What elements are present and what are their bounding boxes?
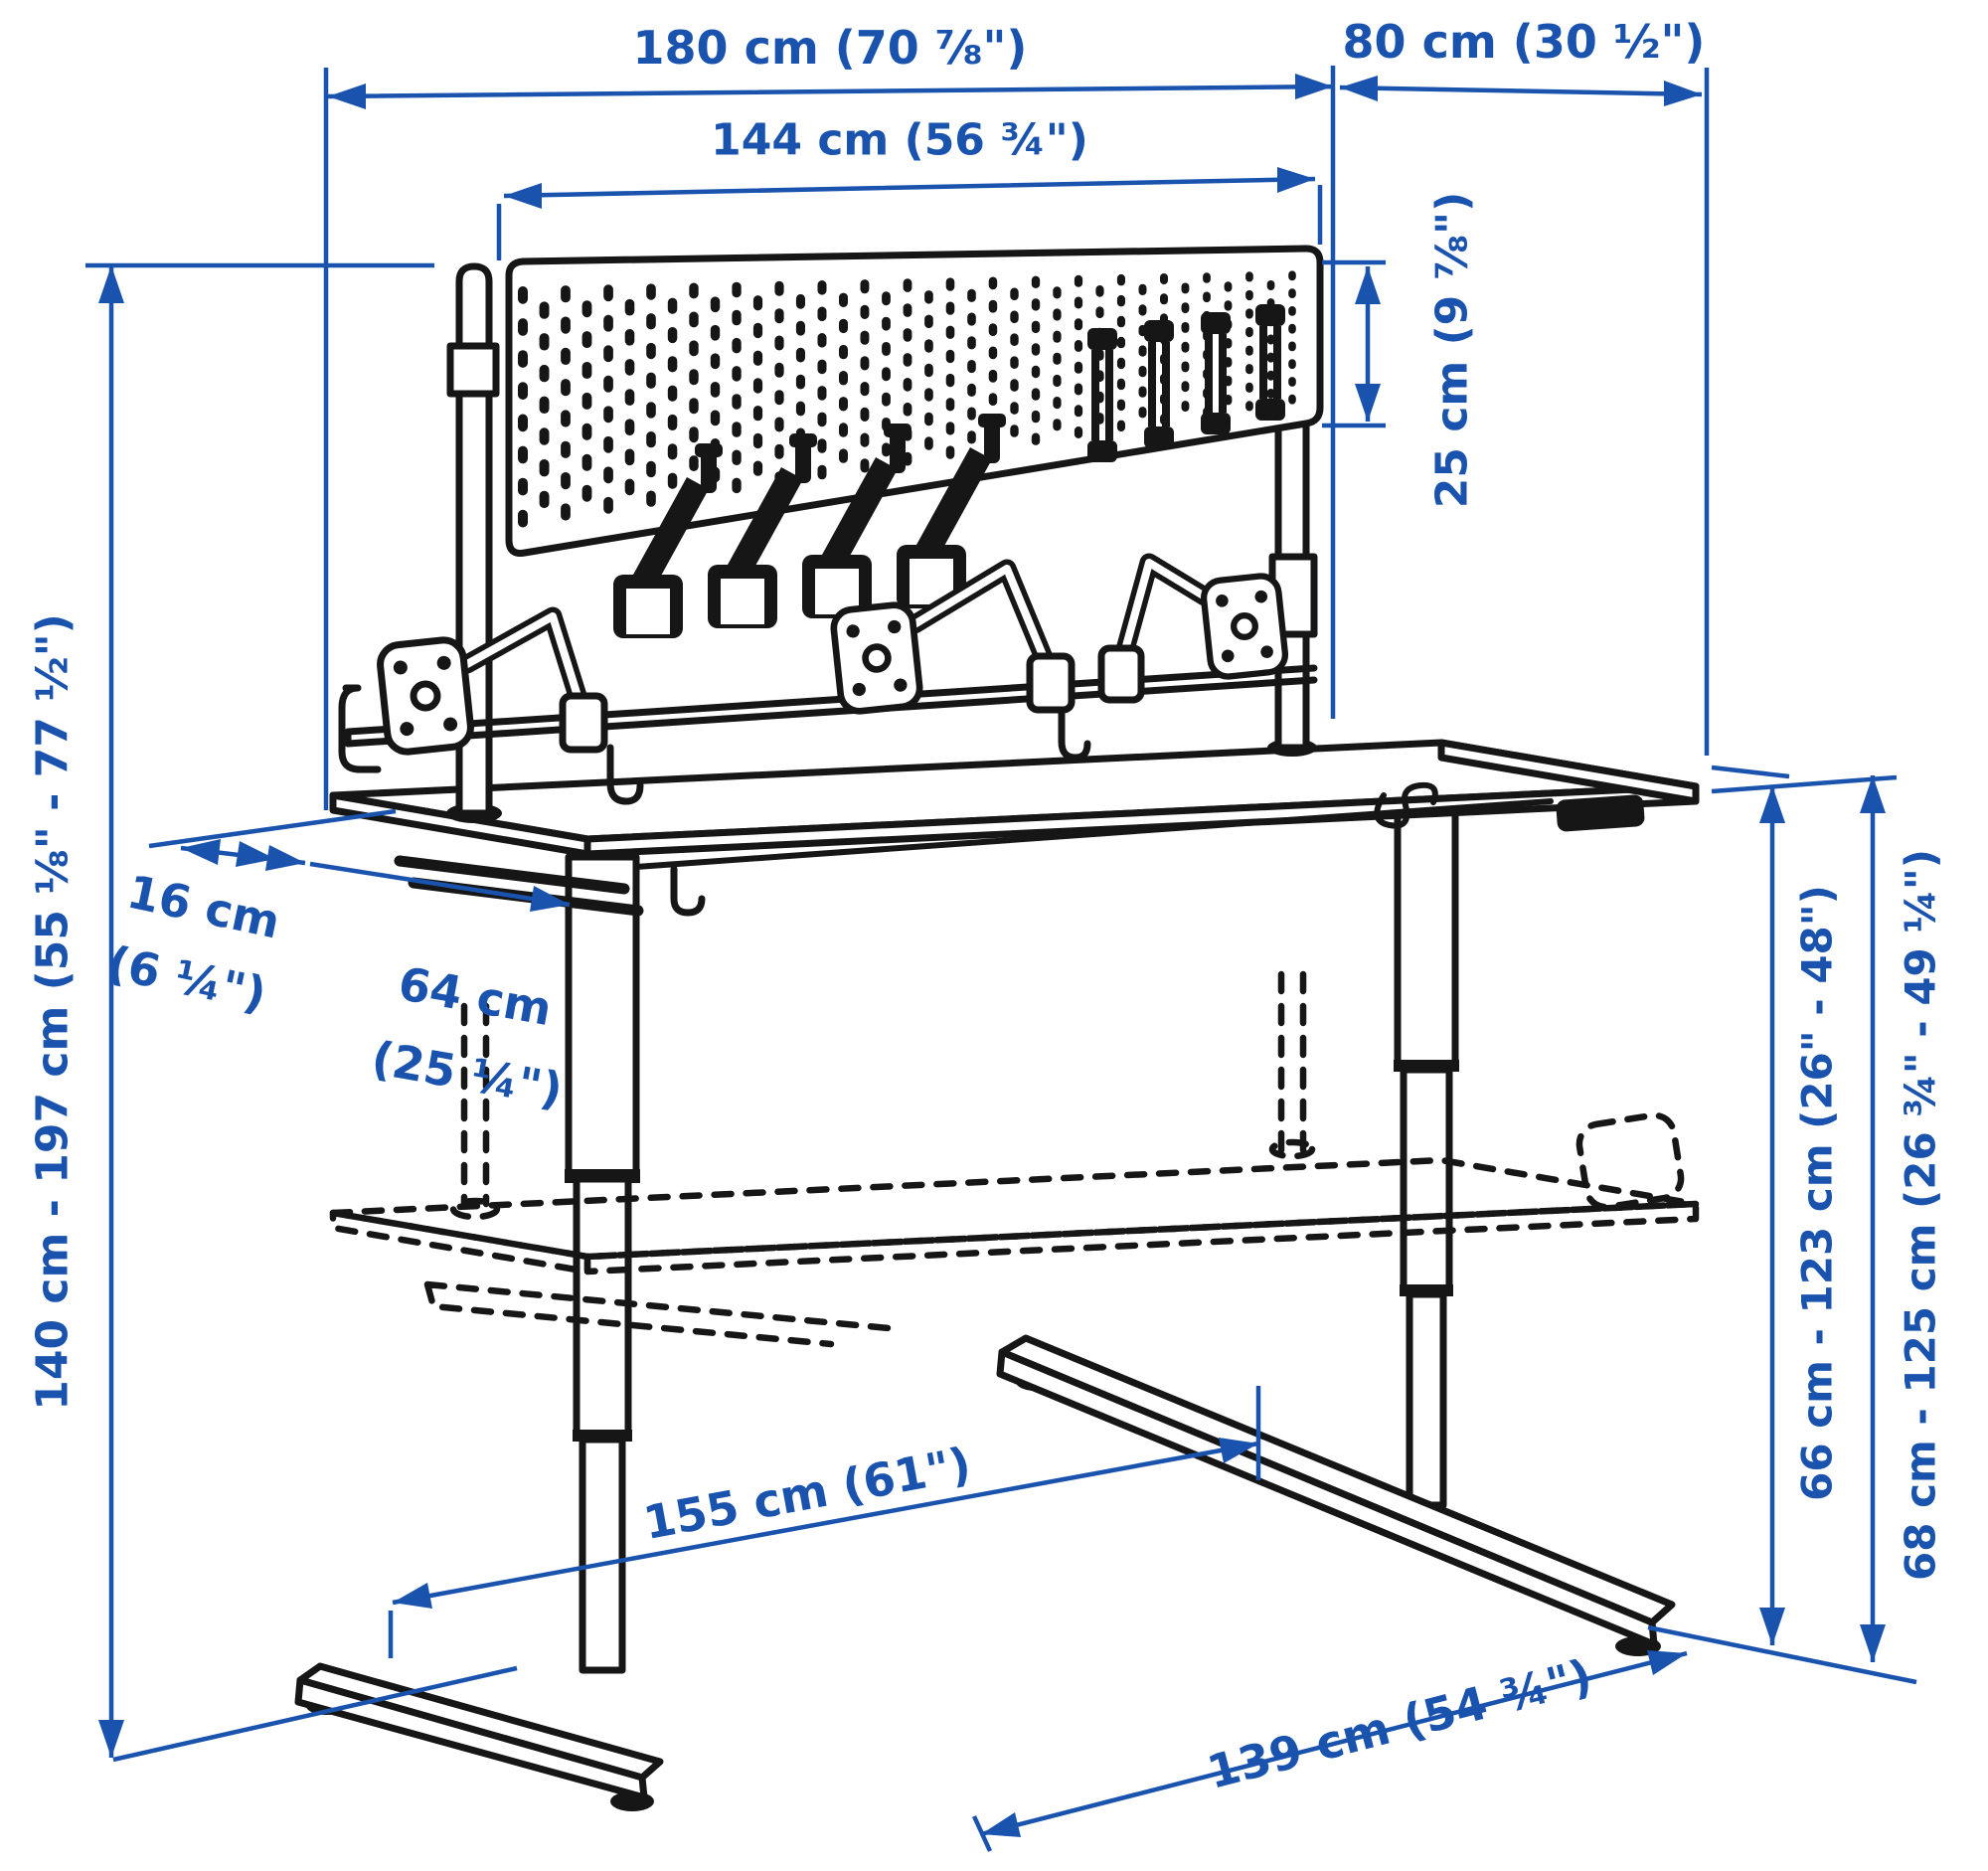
pegboard bbox=[505, 245, 1324, 638]
desktop-right-edge bbox=[1437, 739, 1700, 805]
control-pad bbox=[1556, 794, 1645, 832]
dimension-label: 155 cm (61") bbox=[639, 1437, 975, 1550]
pegboard-strap bbox=[1087, 328, 1117, 462]
dimension-tabletop-height: 68 cm - 125 cm (26 ¾" - 49 ¼") bbox=[1711, 774, 1945, 1662]
dimension-overall-depth: 80 cm (30 ½") bbox=[1339, 15, 1710, 756]
dimension-pegboard-width: 144 cm (56 ¾") bbox=[496, 114, 1323, 260]
lowered-top-face bbox=[329, 1156, 1700, 1261]
desktop bbox=[329, 739, 1700, 917]
pegboard-strap bbox=[1255, 304, 1285, 421]
monitor-arm-assembly bbox=[338, 553, 1318, 805]
monitor-rail bbox=[344, 664, 1318, 748]
rail-hook-left bbox=[606, 744, 644, 805]
rail-clamp bbox=[1097, 644, 1145, 704]
cable-tray-bar-1 bbox=[394, 855, 630, 895]
rail-hook-right bbox=[1058, 708, 1091, 762]
lowered-cable-basket bbox=[1575, 1111, 1685, 1211]
monitor-arm-1 bbox=[457, 606, 608, 754]
dimension-label: 16 cm bbox=[122, 865, 284, 949]
dimension-label: 64 cm bbox=[395, 956, 556, 1036]
dimension-side-overhang: 16 cm (6 ¼") bbox=[102, 808, 397, 1021]
right-foot-side bbox=[996, 1348, 1658, 1648]
dimension-label: 80 cm (30 ½") bbox=[1343, 15, 1706, 69]
dimension-label: 180 cm (70 ⅞") bbox=[633, 21, 1028, 75]
rail-clamp bbox=[559, 692, 608, 754]
cable-curl bbox=[1374, 781, 1438, 829]
pegboard-hook bbox=[613, 443, 723, 638]
cup-hook bbox=[338, 684, 382, 773]
desktop-left-edge bbox=[329, 791, 591, 858]
left-leg-mid bbox=[573, 1175, 632, 1440]
vesa-plate-2 bbox=[830, 601, 923, 715]
dimension-label: 139 cm (54 ¾") bbox=[1202, 1648, 1597, 1799]
right-leg-upper bbox=[1394, 803, 1459, 1070]
vesa-plate-3 bbox=[1200, 573, 1289, 680]
right-foot-top bbox=[998, 1334, 1676, 1626]
pegboard-hook bbox=[708, 433, 817, 628]
pegboard-strap bbox=[1144, 320, 1174, 448]
dimension-label: 140 cm - 197 cm (55 ⅛" - 77 ½") bbox=[27, 613, 78, 1411]
dimension-frame-height: 66 cm - 123 cm (26" - 48") bbox=[1647, 765, 1917, 1685]
desk-feet bbox=[294, 1334, 1676, 1811]
cable-hook bbox=[670, 865, 706, 917]
left-foot-top bbox=[296, 1662, 664, 1782]
right-leg-lower bbox=[1406, 1290, 1447, 1509]
desk-legs bbox=[565, 803, 1459, 1674]
dimension-overall-height: 140 cm - 197 cm (55 ⅛" - 77 ½") bbox=[27, 262, 518, 1763]
dimension-label: 68 cm - 125 cm (26 ¾" - 49 ¼") bbox=[1897, 849, 1945, 1581]
lowered-position-outline bbox=[329, 970, 1700, 1348]
left-foot-side bbox=[294, 1676, 648, 1801]
monitor-arm-3 bbox=[1097, 553, 1215, 704]
dimension-label: 66 cm - 123 cm (26" - 48") bbox=[1793, 885, 1842, 1501]
lowered-post-base bbox=[1268, 1138, 1316, 1160]
dimension-pegboard-height: 25 cm (9 ⅞") bbox=[1322, 192, 1477, 508]
dimension-foot-span: 139 cm (54 ¾") bbox=[971, 1648, 1688, 1852]
dimension-overall-width: 180 cm (70 ⅞") bbox=[323, 21, 1336, 810]
dimension-label: (6 ¼") bbox=[102, 936, 270, 1021]
lowered-post-base bbox=[449, 1197, 501, 1221]
right-leg-mid bbox=[1400, 1066, 1453, 1294]
desk-drawing bbox=[294, 245, 1700, 1811]
pegboard-strap bbox=[1201, 312, 1231, 434]
dimension-label: 25 cm (9 ⅞") bbox=[1426, 192, 1477, 508]
dimension-label: 144 cm (56 ¾") bbox=[711, 114, 1088, 165]
monitor-arm-2 bbox=[905, 559, 1076, 714]
lowered-left-edge bbox=[329, 1209, 591, 1276]
lowered-cable-tray bbox=[423, 1280, 904, 1348]
left-post-collar bbox=[446, 342, 500, 398]
pegboard-strap-set bbox=[1087, 304, 1285, 462]
lowered-post-lines bbox=[460, 970, 1307, 1210]
under-desk-rail bbox=[633, 798, 1554, 870]
vesa-plate-1 bbox=[377, 636, 474, 756]
rail-clamp bbox=[1026, 652, 1076, 714]
left-leg-lower bbox=[579, 1436, 626, 1674]
